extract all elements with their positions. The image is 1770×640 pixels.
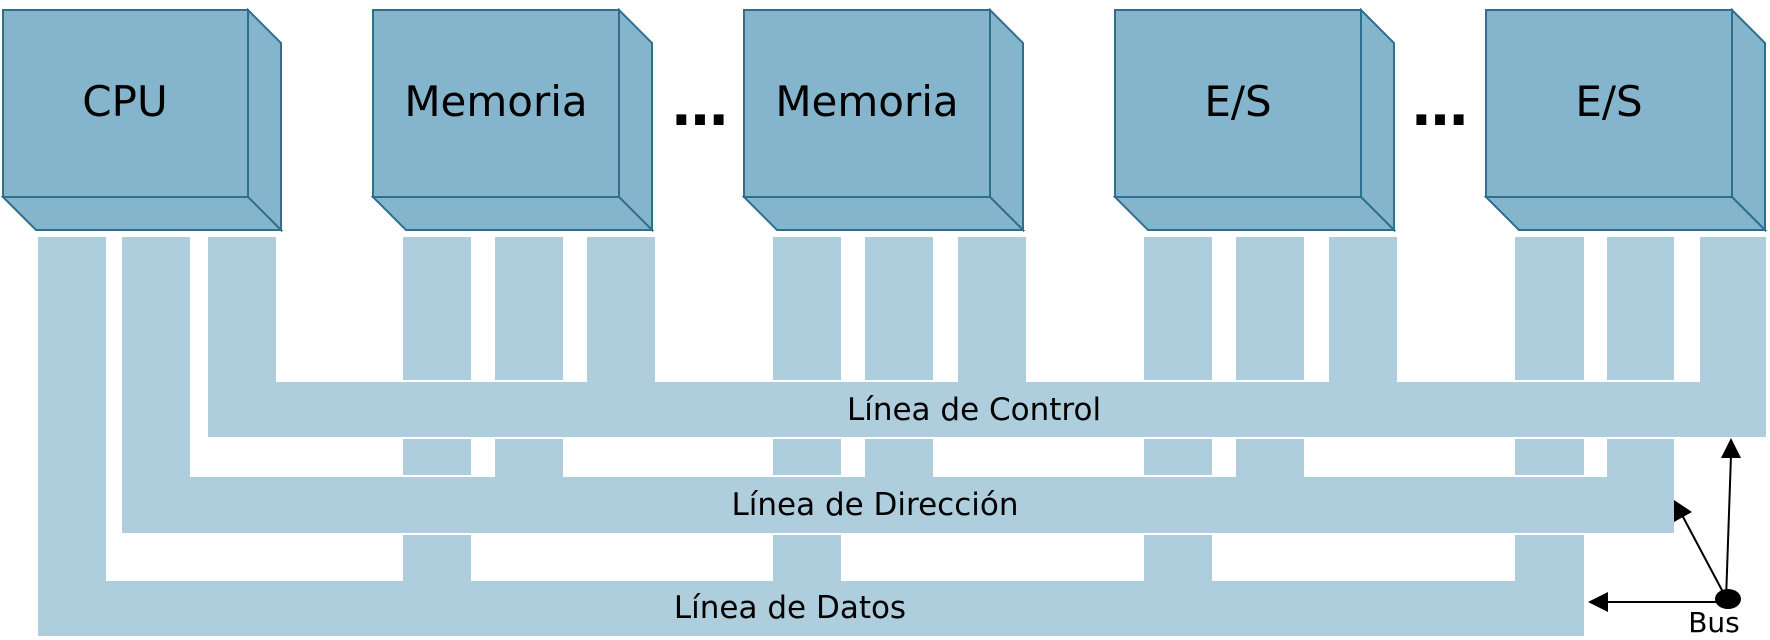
bus-datos-label: Línea de Datos	[674, 590, 906, 626]
component-memoria-1: Memoria	[370, 7, 655, 233]
component-label: CPU	[82, 77, 167, 126]
component-label: Memoria	[404, 77, 587, 126]
bus-direccion-label: Línea de Dirección	[732, 487, 1019, 523]
arrow-head-control	[1721, 438, 1741, 458]
bus-origin-dot	[1715, 589, 1741, 609]
bus-control-label: Línea de Control	[847, 392, 1101, 428]
ellipsis-io: …	[1412, 74, 1468, 139]
bus-legend-label: Bus	[1688, 606, 1740, 639]
component-label: Memoria	[775, 77, 958, 126]
ellipsis-memory: …	[672, 74, 728, 139]
arrow-to-control	[1725, 454, 1732, 601]
bus-control: Línea de Control	[208, 237, 1766, 437]
arrow-head-datos	[1588, 592, 1608, 612]
component-es-2: E/S	[1483, 7, 1768, 233]
component-label: E/S	[1204, 77, 1271, 126]
component-label: E/S	[1575, 77, 1642, 126]
bus-datos: Línea de Datos	[38, 237, 1584, 636]
component-es-1: E/S	[1112, 7, 1397, 233]
arrow-head-direccion	[1674, 500, 1692, 522]
component-memoria-2: Memoria	[741, 7, 1026, 233]
component-cpu: CPU	[0, 7, 284, 233]
arrow-to-direccion	[1681, 514, 1725, 595]
bus-legend: Bus	[1588, 438, 1741, 639]
bus-direccion: Línea de Dirección	[122, 237, 1674, 533]
